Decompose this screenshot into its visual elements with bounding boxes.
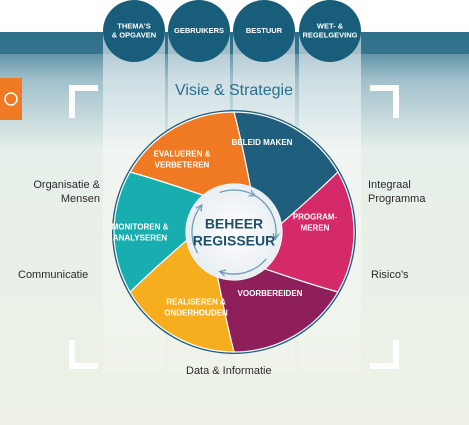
segment-label-3: REALISEREN &ONDERHOUDEN [164,298,228,318]
cycle-arrowhead-3 [248,189,257,197]
label-integraal-programma: Integraal Programma [368,179,426,205]
bracket-top-right [370,85,399,118]
top-circle-label-2: BESTUUR [246,26,283,35]
cycle-arrowhead-1 [218,269,227,277]
top-circles-group: THEMA'S& OPGAVEN GEBRUIKERS BESTUUR WET- &R… [103,0,361,62]
top-circle-label-0: THEMA'S& OPGAVEN [112,22,156,40]
segment-label-4: MONITOREN &ANALYSEREN [112,223,169,243]
bracket-bottom-left [69,340,98,369]
cycle-arrows [191,189,280,277]
top-circle-1 [168,0,230,62]
segments-group [113,111,355,353]
segment-5 [129,111,252,196]
cycle-arrowhead-0 [272,233,280,241]
cycle-arrow-1 [219,258,267,275]
cycle-arrow-2 [191,204,203,254]
top-circle-2 [233,0,295,62]
segment-label-2: VOORBEREIDEN [238,289,303,298]
top-circle-3 [299,0,361,62]
bracket-top-left [69,85,98,118]
top-circle-label-1: GEBRUIKERS [174,26,224,35]
diagram-title: Visie & Strategie [175,82,293,99]
bracket-bottom-right [370,340,399,369]
cycle-arrowhead-2 [195,203,203,212]
label-data-informatie: Data & Informatie [186,365,272,377]
top-circle-0 [103,0,165,62]
segment-label-1: PROGRAM-MEREN [293,213,338,233]
wheel-center [186,184,282,280]
label-risicos: Risico's [371,269,409,281]
cycle-arrow-0 [254,195,277,240]
segment-labels-group: BELEID MAKEN PROGRAM-MEREN VOORBEREIDEN REA… [112,138,338,318]
segment-label-0: BELEID MAKEN [232,138,293,147]
leaf-icon [4,92,18,106]
label-organisatie-mensen: Organisatie & Mensen [33,179,100,205]
label-communicatie: Communicatie [18,269,89,281]
segment-label-5: EVALUEREN &VERBETEREN [154,150,211,170]
cycle-arrow-3 [219,189,256,197]
side-tab [0,78,22,120]
top-circle-label-3: WET- &REGELGEVING [302,22,357,40]
